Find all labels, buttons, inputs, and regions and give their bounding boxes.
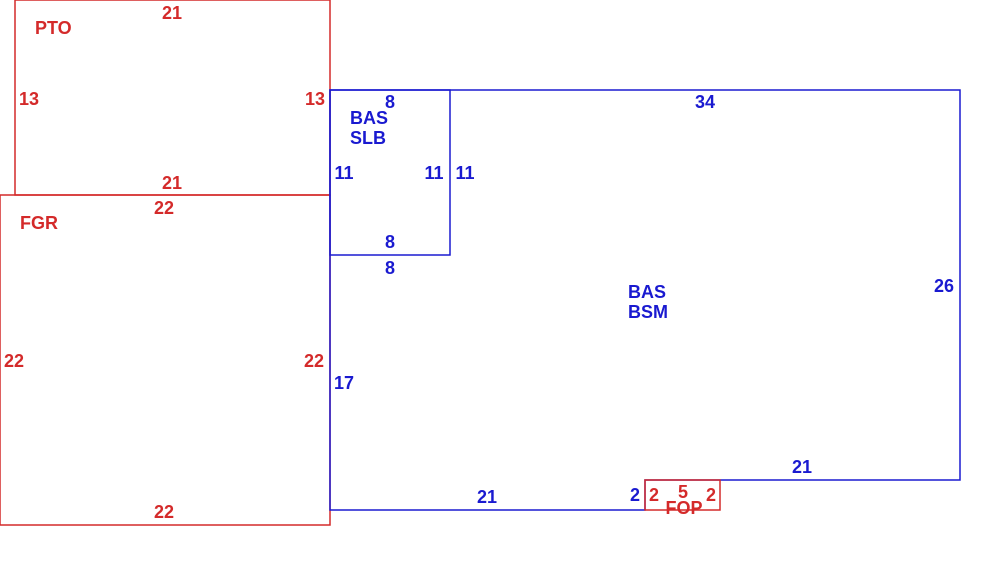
pto-top-dimension: 21 bbox=[162, 3, 182, 23]
bas-bsm-right-bottom-dimension: 21 bbox=[792, 457, 812, 477]
bas-bsm-top-dimension: 34 bbox=[695, 92, 715, 112]
bas-slb-label-line1: BAS bbox=[350, 108, 388, 128]
bas-slb-top-dimension: 8 bbox=[385, 92, 395, 112]
fop-label: FOP bbox=[665, 498, 702, 518]
bas-bsm-notch-left-dimension: 2 bbox=[630, 485, 640, 505]
fgr-area-outline bbox=[0, 194, 331, 526]
bas-bsm-top-left-dimension: 8 bbox=[385, 258, 395, 278]
bas-bsm-bottom-dimension: 21 bbox=[477, 487, 497, 507]
bas-slb-right-dimension: 11 bbox=[424, 163, 443, 183]
bas-bsm-label-line1: BAS bbox=[628, 282, 666, 302]
fop-area-outline bbox=[644, 479, 721, 511]
bas-slb-left-dimension: 11 bbox=[334, 163, 353, 183]
bas-bsm-step-left-dimension: 11 bbox=[455, 163, 474, 183]
fop-top-dimension: 5 bbox=[678, 482, 688, 502]
fop-left-dimension: 2 bbox=[649, 485, 659, 505]
fgr-right-dimension: 22 bbox=[304, 351, 324, 371]
bas-bsm-right-dimension: 26 bbox=[934, 276, 954, 296]
bas-bsm-left-dimension: 17 bbox=[334, 373, 354, 393]
pto-bottom-dimension: 21 bbox=[162, 173, 182, 193]
bas-slb-bottom-dimension: 8 bbox=[385, 232, 395, 252]
fop-right-dimension: 2 bbox=[706, 485, 716, 505]
fgr-label: FGR bbox=[20, 213, 58, 233]
fgr-left-dimension: 22 bbox=[4, 351, 24, 371]
pto-right-dimension: 13 bbox=[305, 89, 325, 109]
fgr-bottom-dimension: 22 bbox=[154, 502, 174, 522]
bas-slb-label-line2: SLB bbox=[350, 128, 386, 148]
fgr-top-dimension: 22 bbox=[154, 198, 174, 218]
bas-slb-area-outline bbox=[329, 89, 451, 256]
pto-label: PTO bbox=[35, 18, 72, 38]
pto-left-dimension: 13 bbox=[19, 89, 39, 109]
bas-bsm-label-line2: BSM bbox=[628, 302, 668, 322]
